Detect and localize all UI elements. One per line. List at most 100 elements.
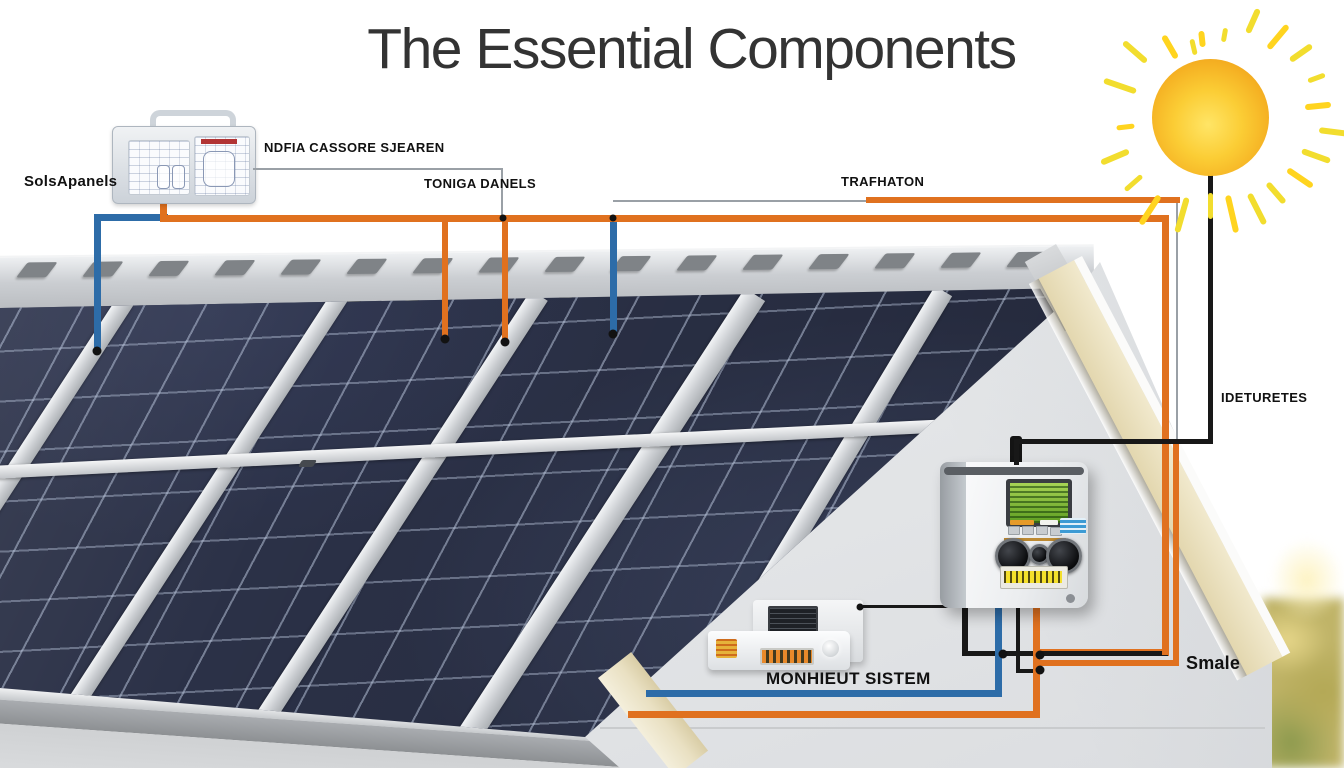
background-foliage xyxy=(1262,598,1344,768)
wire-monitor-h xyxy=(856,605,966,608)
monitor-sticker xyxy=(716,639,737,658)
wire-node xyxy=(1035,650,1045,660)
sun-ray xyxy=(1122,39,1149,65)
wire-node xyxy=(609,214,617,222)
leader-line-v xyxy=(501,168,503,217)
ridge-mount-bracket xyxy=(808,253,850,270)
sun-ray xyxy=(1100,148,1131,166)
ridge-mount-bracket xyxy=(82,261,124,277)
ridge-mount-bracket xyxy=(346,258,388,275)
wire-black-inverter-v xyxy=(962,596,968,656)
wire-black-top-v2 xyxy=(1014,439,1019,465)
sun-ray xyxy=(1103,77,1138,95)
sun-ray xyxy=(1225,194,1240,233)
sun-ray xyxy=(1265,181,1288,205)
wire-black-top-v xyxy=(1208,170,1213,443)
wire-gray-right-v xyxy=(1176,203,1178,445)
wire-node xyxy=(608,329,618,339)
schematic-outline xyxy=(203,151,235,187)
wire-blue-inverter-v xyxy=(995,600,1002,696)
junction-box-handle xyxy=(150,110,236,136)
sun-ray xyxy=(1197,31,1206,48)
sun-ray xyxy=(1301,147,1332,164)
sun-ray xyxy=(1116,123,1135,131)
inverter-logo-badge xyxy=(1066,594,1075,603)
sunlight-glow xyxy=(1270,538,1344,622)
page-title: The Essential Components xyxy=(367,17,1017,81)
inverter-label-line xyxy=(1004,538,1066,541)
wire-orange-box-v xyxy=(160,196,167,222)
junction-box-schematic-left xyxy=(128,140,190,195)
sun-ray xyxy=(1286,167,1315,189)
label-junction-caption: NDFIA CASSORE SJEAREN xyxy=(264,140,445,155)
ridge-mount-bracket xyxy=(940,252,982,268)
ridge-mount-bracket xyxy=(280,259,322,275)
sun-ray xyxy=(1318,127,1344,137)
wire-node xyxy=(92,346,102,356)
monitor-round-button xyxy=(822,640,839,657)
inverter-lcd-indicator xyxy=(1010,520,1034,525)
inverter-side-panel xyxy=(940,462,966,608)
sun-ray xyxy=(1220,27,1229,43)
wire-black-top-h xyxy=(1014,439,1213,444)
wire-orange-drop2 xyxy=(502,222,508,341)
mount-clamp xyxy=(297,460,318,467)
wire-node xyxy=(499,214,507,222)
leader-line-h2 xyxy=(613,200,868,202)
inverter-button xyxy=(1008,526,1020,535)
wire-black-inverter-h xyxy=(962,651,1168,656)
sun-ray xyxy=(1189,38,1199,56)
label-monitor-caption: MONHIEUT SISTEM xyxy=(766,669,931,688)
sun-icon xyxy=(1152,59,1269,176)
ridge-mount-bracket xyxy=(544,256,586,272)
sun-ray xyxy=(1207,193,1213,219)
ridge-mount-bracket xyxy=(874,253,916,269)
sun-ray xyxy=(1305,101,1332,110)
junction-box-red-strip xyxy=(201,139,237,144)
wire-blue-drop xyxy=(610,222,617,333)
wire-blue-bottom-h xyxy=(646,690,1002,697)
ridge-mount-bracket xyxy=(478,257,520,273)
ridge-mount-bracket xyxy=(16,262,58,278)
ridge-mount-bracket xyxy=(676,255,718,271)
monitor-digit-display xyxy=(760,648,814,665)
sun-ray xyxy=(1246,192,1268,226)
label-panels-caption: TONIGA DANELS xyxy=(424,176,537,191)
junction-box-schematic-right xyxy=(194,136,250,196)
junction-box xyxy=(112,126,256,204)
ridge-mount-bracket xyxy=(214,260,256,276)
label-solar-panels: SolsApanels xyxy=(24,173,118,190)
schematic-coil xyxy=(157,165,170,189)
wire-node xyxy=(440,334,450,344)
label-right-caption: IDETURETES xyxy=(1221,390,1308,405)
sun-ray xyxy=(1160,34,1179,60)
wire-orange-right-h2 xyxy=(1037,660,1179,666)
wire-blue-left-v xyxy=(94,214,101,352)
inverter-lcd-indicator xyxy=(1040,520,1058,525)
wire-orange-right-v2 xyxy=(1173,443,1179,666)
monitor-screen xyxy=(768,606,818,635)
sun-ray xyxy=(1288,43,1314,64)
wire-orange-main-h xyxy=(160,215,1169,222)
inverter-lcd-screen xyxy=(1006,479,1072,527)
wire-orange-bottom-h xyxy=(628,711,1040,718)
panel-frame-horizontal xyxy=(0,419,940,479)
wire-orange-right-v1 xyxy=(1162,215,1169,655)
wire-node xyxy=(856,603,864,611)
sun-ray xyxy=(1123,174,1144,193)
monitoring-unit-front xyxy=(708,631,850,670)
inverter-blue-label xyxy=(1060,518,1086,534)
warning-label-stripes xyxy=(1004,571,1062,583)
wire-orange-drop1 xyxy=(442,222,448,338)
wire-orange-inverter-v xyxy=(1033,600,1040,718)
wire-node xyxy=(1035,665,1045,675)
sun-ray xyxy=(1306,72,1326,84)
ridge-mount-bracket xyxy=(742,254,784,270)
inverter-button xyxy=(1036,526,1048,535)
schematic-coil xyxy=(172,165,185,189)
inverter xyxy=(940,462,1088,608)
wire-node xyxy=(998,649,1008,659)
inverter-top-seam xyxy=(944,467,1084,475)
wall-siding-line xyxy=(600,727,1265,729)
